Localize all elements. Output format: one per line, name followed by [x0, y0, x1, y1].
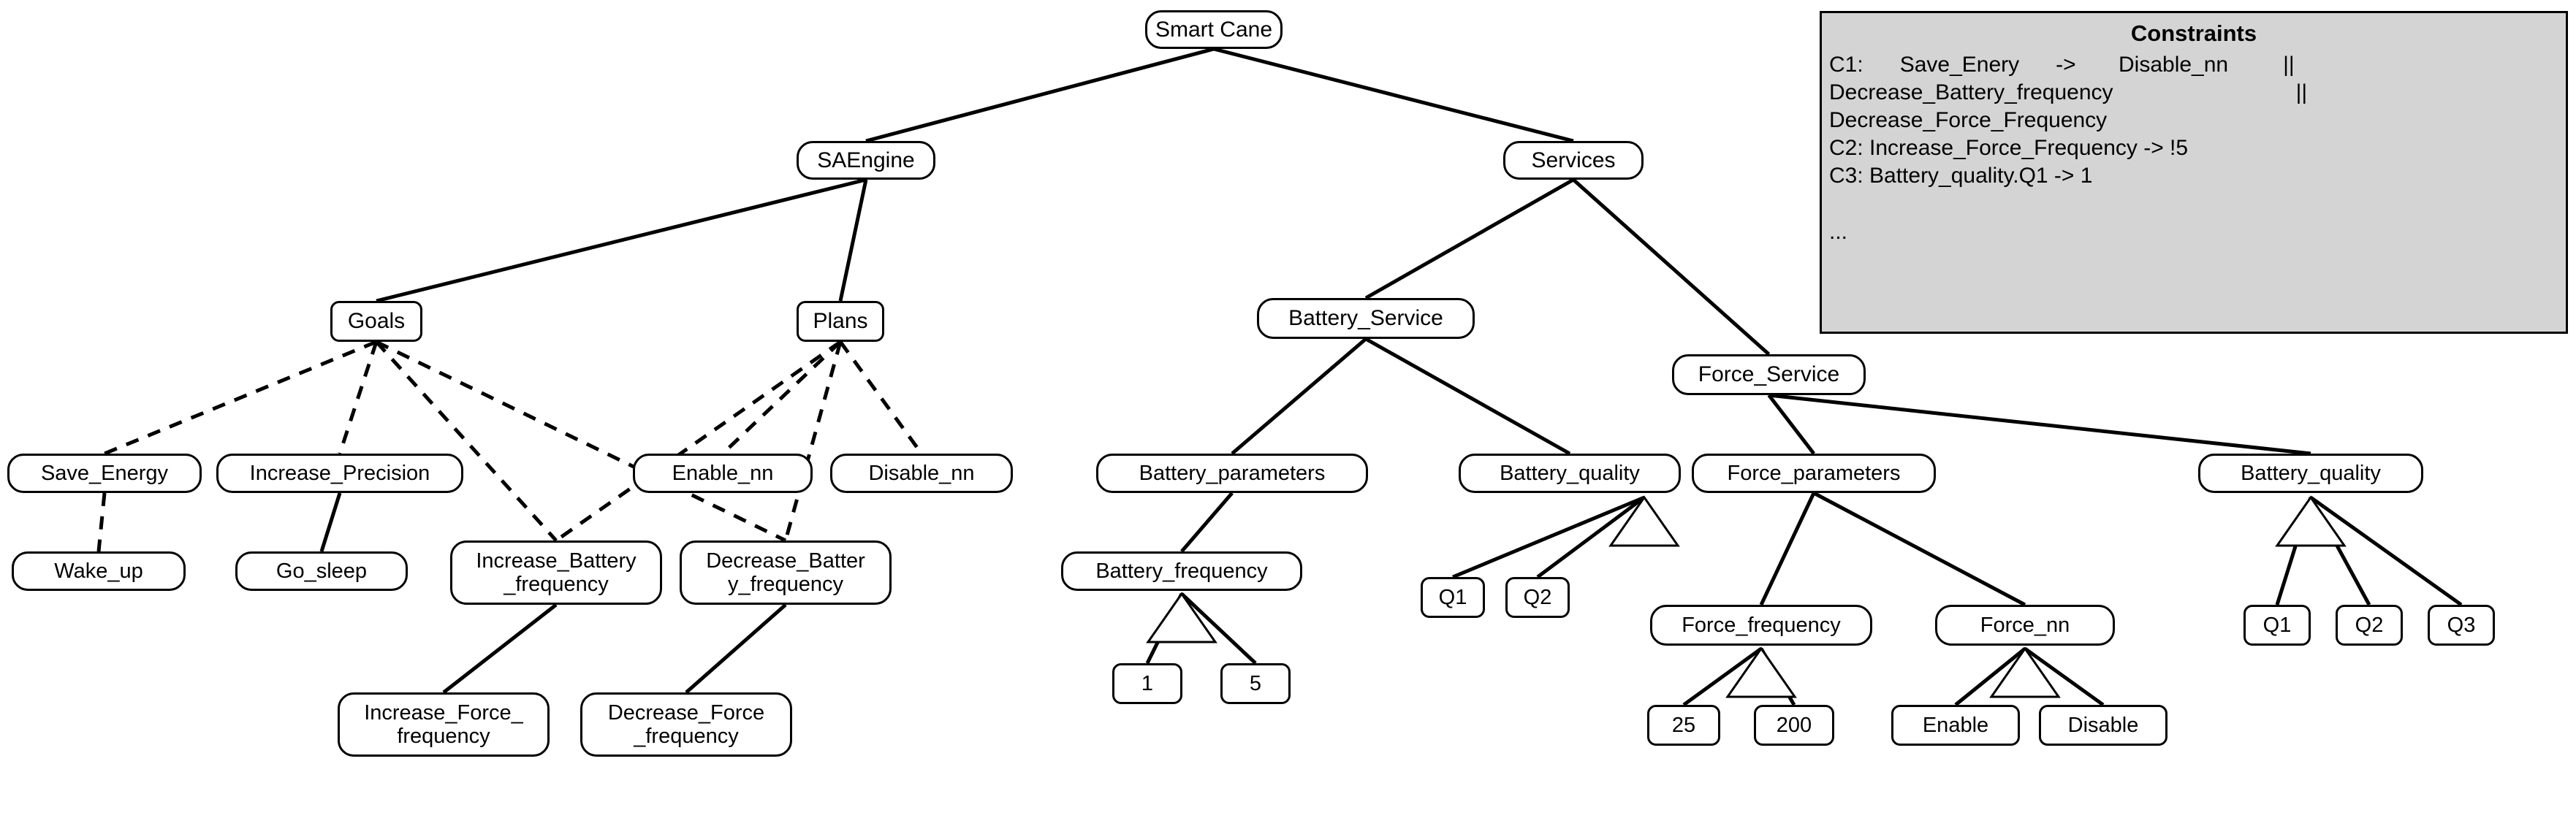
edge-goals-to-increase_precision [338, 341, 379, 454]
edge-force_service-to-battery_quality_right [1768, 393, 2311, 456]
edge-increase_precision-to-go_sleep [319, 492, 342, 552]
feature-node-battery_quality_left[interactable]: Battery_quality [1459, 454, 1681, 493]
feature-node-increase_force_freq[interactable]: Increase_Force_ frequency [338, 692, 550, 757]
feature-node-disable_nn[interactable]: Disable_nn [830, 454, 1013, 493]
feature-node-increase_precision[interactable]: Increase_Precision [216, 454, 463, 493]
edge-smart_cane-to-saengine [865, 47, 1215, 143]
constraint-line-1: Decrease_Battery_frequency || [1829, 80, 2308, 105]
feature-node-battery_val_1[interactable]: 1 [1112, 663, 1182, 704]
edge-smart_cane-to-services [1213, 47, 1574, 143]
feature-node-force_nn_enable[interactable]: Enable [1891, 705, 2020, 746]
feature-node-battery_val_5[interactable]: 5 [1220, 663, 1291, 704]
xor-force-frequency-triangle [1725, 646, 1797, 698]
constraint-line-5 [1822, 190, 2566, 218]
edge-decrease_battery_freq-to-decrease_force_freq [685, 603, 787, 694]
xor-battery-frequency-triangle [1146, 592, 1217, 643]
constraints-panel: Constraints C1: Save_Enery -> Disable_nn… [1820, 11, 2568, 334]
xor-leg-force_nn-force_nn_disable [2024, 646, 2105, 707]
xor-leg-battery_quality_right-q3_right [2309, 495, 2463, 607]
edge-services-to-battery_service [1364, 177, 1575, 300]
constraint-line-4: C3: Battery_quality.Q1 -> 1 [1829, 164, 2093, 188]
edge-save_energy-to-wake_up [96, 492, 107, 552]
edge-goals-to-decrease_battery_freq [375, 340, 787, 543]
xor-leg-battery_quality_left-q1_left [1452, 495, 1645, 579]
feature-node-q2_left[interactable]: Q2 [1505, 577, 1570, 618]
feature-node-force_nn[interactable]: Force_nn [1935, 605, 2115, 646]
feature-node-q1_left[interactable]: Q1 [1421, 577, 1485, 618]
edge-saengine-to-goals [376, 177, 867, 303]
edge-plans-to-enable_nn [721, 340, 842, 455]
edge-battery_service-to-battery_quality_left [1364, 337, 1571, 456]
feature-node-force_val_200[interactable]: 200 [1754, 705, 1834, 746]
constraint-line-0: C1: Save_Enery -> Disable_nn || [1829, 53, 2295, 77]
feature-node-battery_service[interactable]: Battery_Service [1257, 298, 1475, 339]
feature-node-decrease_battery_freq[interactable]: Decrease_Batter y_frequency [680, 540, 892, 605]
constraint-line-3: C2: Increase_Force_Frequency -> !5 [1829, 136, 2189, 161]
xor-battery-quality-right-triangle [2275, 495, 2347, 547]
feature-node-force_val_25[interactable]: 25 [1647, 705, 1720, 746]
feature-node-battery_parameters[interactable]: Battery_parameters [1096, 454, 1368, 493]
edge-services-to-force_service [1572, 178, 1771, 356]
edge-plans-to-decrease_battery_freq [783, 341, 843, 541]
edge-battery_service-to-battery_parameters [1231, 337, 1367, 455]
feature-node-goals[interactable]: Goals [330, 301, 422, 342]
edge-force_parameters-to-force_nn [1812, 491, 2026, 607]
feature-node-q3_right[interactable]: Q3 [2428, 605, 2495, 646]
xor-leg-battery_frequency-battery_val_5 [1180, 592, 1257, 665]
constraint-line-2: Decrease_Force_Frequency [1829, 108, 2108, 133]
xor-leg-force_nn-force_nn_enable [1954, 647, 2026, 706]
feature-node-battery_frequency[interactable]: Battery_frequency [1061, 551, 1302, 591]
feature-node-saengine[interactable]: SAEngine [797, 141, 935, 180]
xor-force-nn-triangle [1989, 646, 2061, 698]
feature-node-save_energy[interactable]: Save_Energy [7, 454, 202, 493]
feature-node-go_sleep[interactable]: Go_sleep [235, 551, 408, 591]
feature-node-smart_cane[interactable]: Smart Cane [1145, 10, 1283, 49]
constraints-title: Constraints [2130, 20, 2257, 46]
xor-leg-battery_quality_left-q2_left [1536, 495, 1646, 579]
edge-goals-to-save_energy [104, 340, 377, 456]
feature-node-force_frequency[interactable]: Force_frequency [1650, 605, 1872, 646]
edge-increase_battery_freq-to-increase_force_freq [442, 603, 558, 694]
constraints-body: C1: Save_Enery -> Disable_nn || Decrease_… [1822, 51, 2566, 246]
edge-force_service-to-force_parameters [1767, 394, 1815, 455]
xor-battery-quality-left-triangle [1608, 495, 1680, 547]
feature-node-q1_right[interactable]: Q1 [2243, 605, 2311, 646]
constraint-line-6: ... [1829, 219, 1848, 244]
edge-goals-to-increase_battery_freq [375, 340, 558, 542]
feature-node-decrease_force_freq[interactable]: Decrease_Force _frequency [580, 692, 792, 757]
feature-node-wake_up[interactable]: Wake_up [12, 551, 186, 591]
edge-plans-to-disable_nn [838, 340, 924, 455]
feature-node-force_parameters[interactable]: Force_parameters [1692, 454, 1936, 493]
edge-force_parameters-to-force_frequency [1759, 492, 1816, 606]
feature-node-battery_quality_right[interactable]: Battery_quality [2198, 454, 2423, 493]
feature-node-increase_battery_freq[interactable]: Increase_Battery _frequency [450, 540, 662, 605]
feature-node-services[interactable]: Services [1503, 141, 1644, 180]
feature-node-enable_nn[interactable]: Enable_nn [633, 454, 813, 493]
edge-battery_parameters-to-battery_frequency [1180, 492, 1234, 553]
xor-leg-force_frequency-force_val_25 [1682, 646, 1763, 707]
feature-node-force_nn_disable[interactable]: Disable [2039, 705, 2167, 746]
feature-node-force_service[interactable]: Force_Service [1672, 354, 1866, 395]
feature-node-q2_right[interactable]: Q2 [2336, 605, 2403, 646]
feature-node-plans[interactable]: Plans [797, 301, 884, 342]
edge-plans-to-increase_battery_freq [555, 340, 842, 543]
edge-saengine-to-plans [838, 179, 868, 302]
